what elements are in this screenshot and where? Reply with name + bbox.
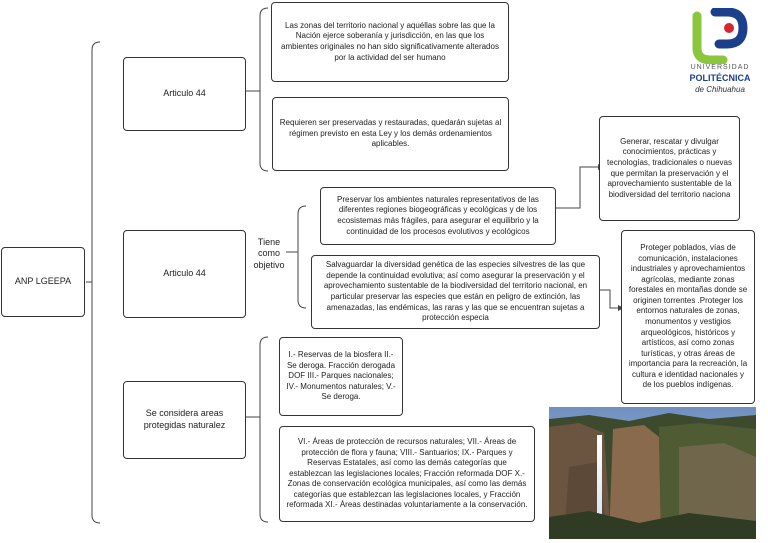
logo-line-2: POLITÉCNICA [675, 73, 765, 83]
box-proteger: Proteger poblados, vías de comunicación,… [621, 230, 755, 404]
branch-articulo-44-a: Articulo 44 [123, 57, 246, 131]
branch-label: Se considera areas protegidas naturalez [129, 408, 240, 432]
branch-label: Articulo 44 [163, 88, 206, 100]
bracket-areas [260, 337, 268, 522]
connector-label: Tiene como objetivo [248, 237, 290, 271]
box-reservas: I.- Reservas de la biosfera II.- Se dero… [279, 337, 403, 416]
waterfall-photo [549, 407, 756, 539]
branch-areas-protegidas: Se considera areas protegidas naturalez [123, 381, 246, 459]
box-salvaguardar: Salvaguardar la diversidad genética de l… [311, 255, 600, 329]
up-logo-icon [675, 8, 765, 64]
box-areas-proteccion: VI.- Áreas de protección de recursos nat… [279, 426, 535, 522]
logo-line-3: de Chihuahua [675, 85, 765, 94]
root-node: ANP LGEEPA [1, 247, 85, 317]
box-definicion: Las zonas del territorio nacional y aqué… [271, 2, 509, 82]
logo-line-1: UNIVERSIDAD [675, 64, 765, 71]
box-generar: Generar, rescatar y divulgar conocimient… [599, 116, 740, 221]
bracket-top [260, 8, 268, 171]
bracket-objectives [298, 206, 306, 308]
box-preservar-ambientes: Preservar los ambientes naturales repres… [320, 187, 556, 245]
branch-articulo-44-b: Articulo 44 [123, 230, 246, 318]
main-bracket [92, 42, 100, 523]
box-preservacion: Requieren ser preservadas y restauradas,… [272, 97, 509, 171]
university-logo: UNIVERSIDAD POLITÉCNICA de Chihuahua [675, 8, 765, 100]
branch-label: Articulo 44 [163, 268, 206, 280]
root-label: ANP LGEEPA [15, 276, 71, 288]
